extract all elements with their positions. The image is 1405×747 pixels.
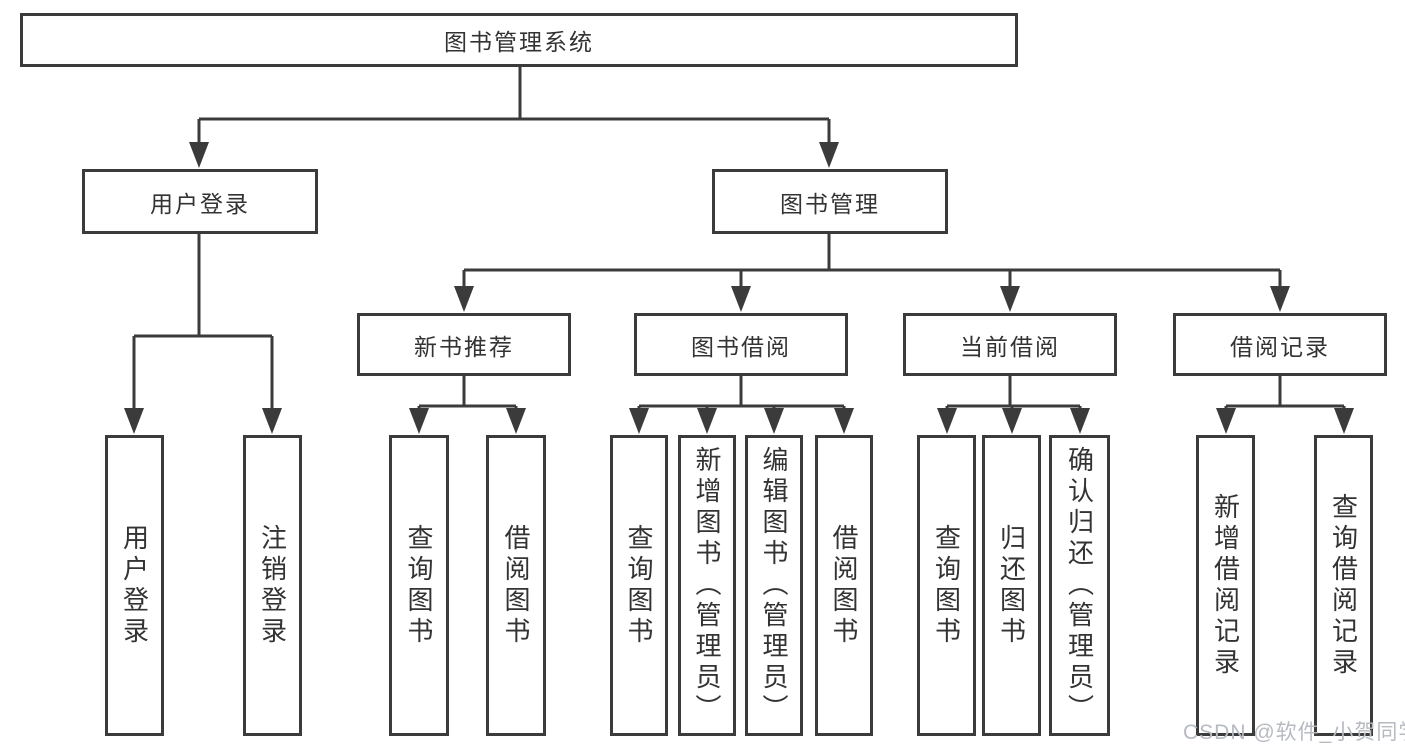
leaf-query-borrow-record: 查询借阅记录: [1314, 435, 1373, 736]
leaf-edit-book-admin-label: 编辑图书（管理员）: [759, 446, 789, 725]
leaf-query-book-borrow-label: 查询图书: [624, 523, 654, 648]
leaf-query-book-recommend: 查询图书: [389, 435, 449, 736]
leaf-add-book-admin-label: 新增图书（管理员）: [692, 446, 722, 725]
leaf-add-book-admin: 新增图书（管理员）: [678, 435, 736, 736]
leaf-query-book-current: 查询图书: [917, 435, 976, 736]
leaf-logout: 注销登录: [243, 435, 302, 736]
leaf-return-book: 归还图书: [982, 435, 1041, 736]
arrowheads-new-book-children: [409, 408, 526, 434]
arrowheads-level3: [454, 286, 1290, 312]
leaf-return-book-label: 归还图书: [996, 523, 1027, 648]
leaf-borrow-book-recommend-label: 借阅图书: [501, 523, 531, 648]
node-root-system: 图书管理系统: [20, 13, 1018, 67]
csdn-watermark: CSDN @软件_小贺同学: [1183, 721, 1405, 744]
leaf-borrow-book-label: 借阅图书: [829, 523, 859, 648]
node-borrow-records: 借阅记录: [1173, 313, 1387, 376]
connector-book-management-children: [462, 234, 1282, 290]
leaf-logout-label: 注销登录: [257, 523, 288, 648]
connector-current-borrow-children: [945, 376, 1082, 410]
leaf-edit-book-admin: 编辑图书（管理员）: [745, 435, 803, 736]
arrowheads-borrow-records-children: [1216, 408, 1354, 434]
node-borrow-records-label: 借阅记录: [1230, 333, 1330, 360]
leaf-borrow-book: 借阅图书: [815, 435, 873, 736]
node-user-login-label: 用户登录: [150, 190, 250, 217]
node-book-borrow-label: 图书借阅: [691, 333, 791, 360]
connector-borrow-records-children: [1224, 376, 1346, 410]
leaf-query-book-borrow: 查询图书: [610, 435, 668, 736]
leaf-query-book-current-label: 查询图书: [931, 523, 962, 648]
node-new-book-recommend: 新书推荐: [357, 313, 571, 376]
leaf-user-login: 用户登录: [105, 435, 164, 736]
arrowheads-current-borrow-children: [937, 408, 1090, 434]
connector-book-borrow-children: [637, 376, 846, 410]
node-new-book-recommend-label: 新书推荐: [414, 333, 514, 360]
arrowheads-user-login-children: [124, 408, 282, 434]
leaf-confirm-return-admin: 确认归还（管理员）: [1049, 435, 1110, 736]
leaf-borrow-book-recommend: 借阅图书: [486, 435, 546, 736]
node-current-borrow-label: 当前借阅: [960, 333, 1060, 360]
connector-root-to-level2: [197, 66, 831, 146]
leaf-user-login-label: 用户登录: [119, 523, 150, 648]
connector-user-login-children: [132, 234, 274, 410]
arrowheads-level2: [189, 142, 839, 168]
node-root-label: 图书管理系统: [444, 29, 594, 55]
leaf-add-borrow-record-label: 新增借阅记录: [1210, 492, 1241, 679]
leaf-query-borrow-record-label: 查询借阅记录: [1328, 492, 1359, 679]
connector-new-book-children: [417, 376, 518, 410]
leaf-add-borrow-record: 新增借阅记录: [1196, 435, 1255, 736]
node-book-management: 图书管理: [712, 169, 948, 234]
node-book-management-label: 图书管理: [780, 190, 880, 217]
leaf-query-book-recommend-label: 查询图书: [404, 523, 434, 648]
node-user-login: 用户登录: [82, 169, 318, 234]
node-book-borrow: 图书借阅: [634, 313, 848, 376]
node-current-borrow: 当前借阅: [903, 313, 1117, 376]
arrowheads-book-borrow-children: [629, 408, 854, 434]
leaf-confirm-return-admin-label: 确认归还（管理员）: [1064, 446, 1095, 725]
